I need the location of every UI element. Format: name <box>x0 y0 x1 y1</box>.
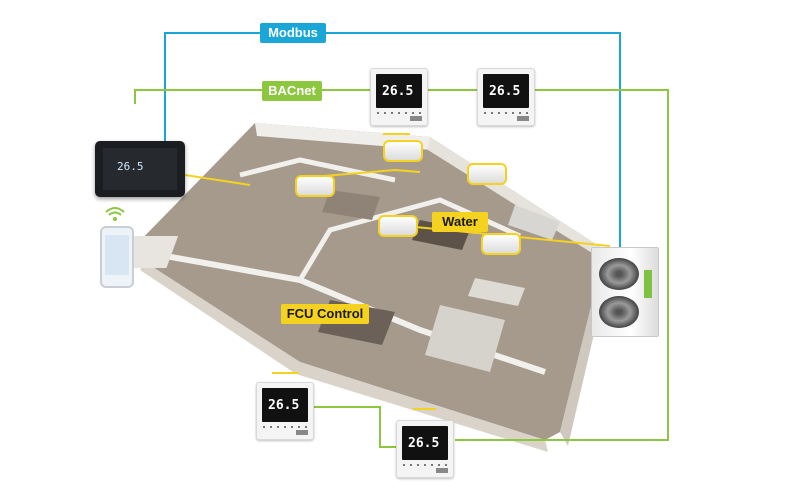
thermostat-icon: 26.5 <box>256 382 314 440</box>
eco-leaf-icon <box>644 270 652 298</box>
fan-coil-unit-icon <box>481 233 521 255</box>
sofa-2 <box>468 278 525 306</box>
outdoor-unit-fan <box>599 258 639 290</box>
fcu-control-line <box>313 406 396 448</box>
thermostat-icon: 26.5 <box>477 68 535 126</box>
bacnet-line-right <box>455 89 669 441</box>
wifi-icon <box>105 207 125 221</box>
thermostat-temperature: 26.5 <box>268 398 300 413</box>
outdoor-unit-icon <box>591 247 659 337</box>
fan-coil-unit-icon <box>295 175 335 197</box>
fan-coil-unit-icon <box>383 140 423 162</box>
thermostat-temperature: 26.5 <box>408 436 440 451</box>
fan-coil-unit-icon <box>378 215 418 237</box>
floor-edge <box>140 262 548 452</box>
smartphone-screen <box>105 235 129 275</box>
modbus-line-right <box>326 32 621 254</box>
thermostat-icon: 26.5 <box>370 68 428 126</box>
thermostat-icon: 26.5 <box>396 420 454 478</box>
thermostat-temperature: 26.5 <box>489 84 521 99</box>
smartphone-icon <box>100 226 134 288</box>
water-label: Water <box>432 212 488 232</box>
fan-coil-unit-icon <box>467 163 507 185</box>
bacnet-label: BACnet <box>262 81 322 101</box>
outdoor-unit-fan <box>599 296 639 328</box>
control-panel-temperature: 26.5 <box>117 160 144 173</box>
kitchen <box>508 205 560 240</box>
bed-right <box>425 305 505 372</box>
control-panel-screen: 26.5 <box>103 148 177 190</box>
modbus-label: Modbus <box>260 23 326 43</box>
control-panel-icon: 26.5 <box>95 141 185 197</box>
fcu-control-label: FCU Control <box>281 304 369 324</box>
modbus-line-left <box>164 32 260 141</box>
bacnet-line-left <box>134 89 262 104</box>
panel-link-line <box>184 174 251 186</box>
thermostat-temperature: 26.5 <box>382 84 414 99</box>
sofa <box>322 190 380 220</box>
